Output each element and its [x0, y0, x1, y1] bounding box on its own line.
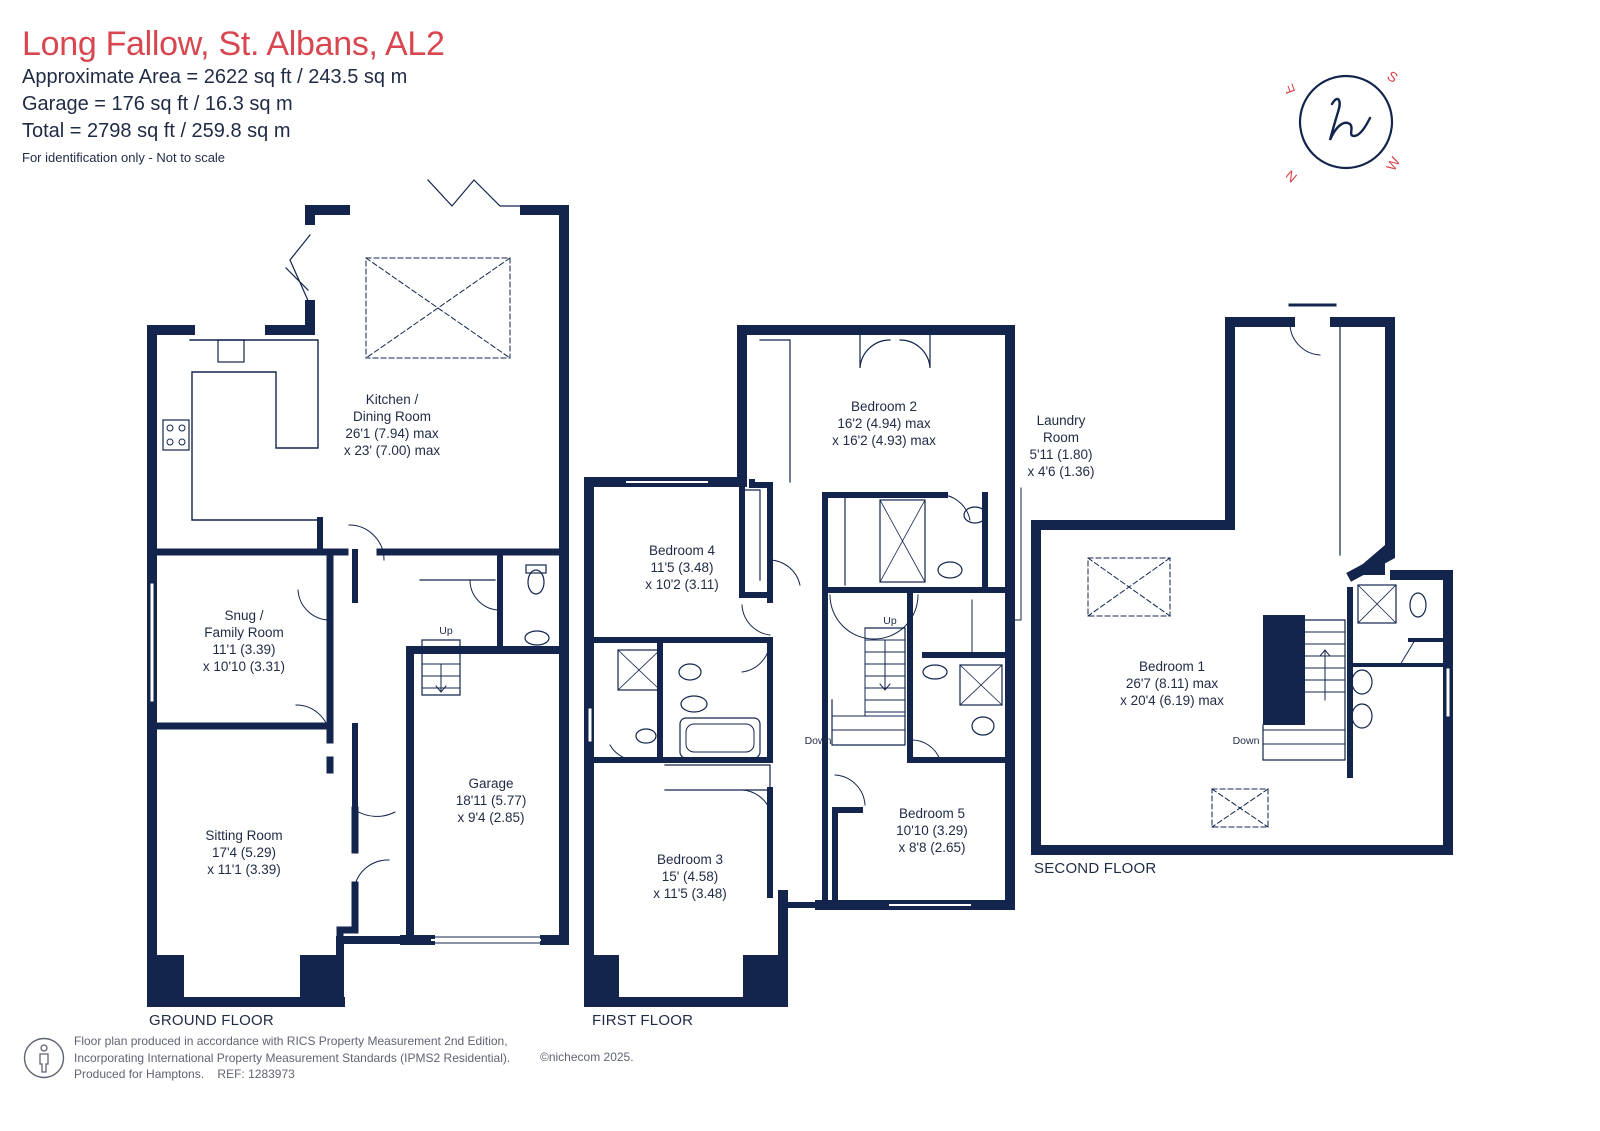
- second-floor-walls: [1031, 303, 1453, 855]
- reference-number: REF: 1283973: [217, 1067, 295, 1081]
- bedroom4-label-2: 11'5 (3.48): [650, 560, 713, 575]
- first-stair-down-label: Down: [805, 735, 832, 747]
- bedroom1-label-2: 26'7 (8.11) max: [1126, 676, 1219, 691]
- second-floor-label: SECOND FLOOR: [1034, 860, 1157, 877]
- footer-line-3: Produced for Hamptons. REF: 1283973: [74, 1066, 510, 1083]
- snug-label-4: x 10'10 (3.31): [203, 659, 285, 674]
- bedroom4-label-3: x 10'2 (3.11): [645, 577, 719, 592]
- sitting-label-2: 17'4 (5.29): [212, 845, 276, 860]
- ground-stair-up-label: Up: [439, 625, 453, 637]
- property-title: Long Fallow, St. Albans, AL2: [22, 25, 445, 63]
- kitchen-label-1: Kitchen /: [366, 392, 419, 407]
- copyright: ©nichecom 2025.: [540, 1050, 634, 1064]
- first-floor-walls: [584, 325, 1022, 1007]
- ground-floor-label: GROUND FLOOR: [149, 1012, 274, 1029]
- snug-label-2: Family Room: [204, 625, 284, 640]
- bedroom4-label-1: Bedroom 4: [649, 543, 716, 558]
- scale-disclaimer: For identification only - Not to scale: [22, 150, 226, 165]
- first-floor-label: FIRST FLOOR: [592, 1012, 694, 1029]
- bedroom5-label-1: Bedroom 5: [899, 806, 965, 821]
- laundry-label-1: Laundry: [1037, 413, 1086, 428]
- bedroom5-label-2: 10'10 (3.29): [896, 823, 968, 838]
- sitting-label-3: x 11'1 (3.39): [207, 862, 281, 877]
- bedroom1-label-3: x 20'4 (6.19) max: [1120, 693, 1224, 708]
- footer-line-1: Floor plan produced in accordance with R…: [74, 1034, 508, 1048]
- rics-person-icon: [23, 1037, 65, 1079]
- footer-notes: Floor plan produced in accordance with R…: [74, 1033, 510, 1083]
- bedroom2-label-3: x 16'2 (4.93) max: [832, 433, 936, 448]
- garage-label-1: Garage: [468, 776, 513, 791]
- kitchen-label-2: Dining Room: [353, 409, 431, 424]
- laundry-label-4: x 4'6 (1.36): [1027, 464, 1094, 479]
- laundry-label-3: 5'11 (1.80): [1029, 447, 1092, 462]
- second-stair-down-label: Down: [1233, 735, 1260, 747]
- garage-label-2: 18'11 (5.77): [456, 793, 527, 808]
- approximate-area: Approximate Area = 2622 sq ft / 243.5 sq…: [22, 66, 408, 88]
- footer-line-2: Incorporating International Property Mea…: [74, 1050, 511, 1065]
- total-area: Total = 2798 sq ft / 259.8 sq m: [22, 120, 291, 142]
- laundry-label-2: Room: [1043, 430, 1079, 445]
- ground-floor-walls: [147, 179, 569, 1007]
- bedroom5-label-3: x 8'8 (2.65): [898, 840, 965, 855]
- bedroom3-label-3: x 11'5 (3.48): [653, 886, 727, 901]
- bedroom1-label-1: Bedroom 1: [1139, 659, 1205, 674]
- kitchen-label-3: 26'1 (7.94) max: [345, 426, 439, 441]
- produced-for: Produced for Hamptons.: [74, 1067, 205, 1081]
- snug-label-1: Snug /: [224, 608, 263, 623]
- bedroom2-label-2: 16'2 (4.94) max: [837, 416, 931, 431]
- first-stair-up-label: Up: [883, 615, 897, 627]
- garage-area: Garage = 176 sq ft / 16.3 sq m: [22, 93, 293, 115]
- plan-header: Long Fallow, St. Albans, AL2 Approximate…: [22, 24, 445, 169]
- room-labels: Kitchen / Dining Room 26'1 (7.94) max x …: [203, 392, 1260, 901]
- snug-label-3: 11'1 (3.39): [212, 642, 275, 657]
- sitting-label-1: Sitting Room: [205, 828, 282, 843]
- compass-logo-icon: S W N E: [1286, 67, 1404, 184]
- bedroom3-label-2: 15' (4.58): [662, 869, 719, 884]
- kitchen-label-4: x 23' (7.00) max: [344, 443, 441, 458]
- bedroom3-label-1: Bedroom 3: [657, 852, 723, 867]
- bedroom2-label-1: Bedroom 2: [851, 399, 917, 414]
- compass-e: E: [1286, 82, 1298, 96]
- garage-label-3: x 9'4 (2.85): [457, 810, 524, 825]
